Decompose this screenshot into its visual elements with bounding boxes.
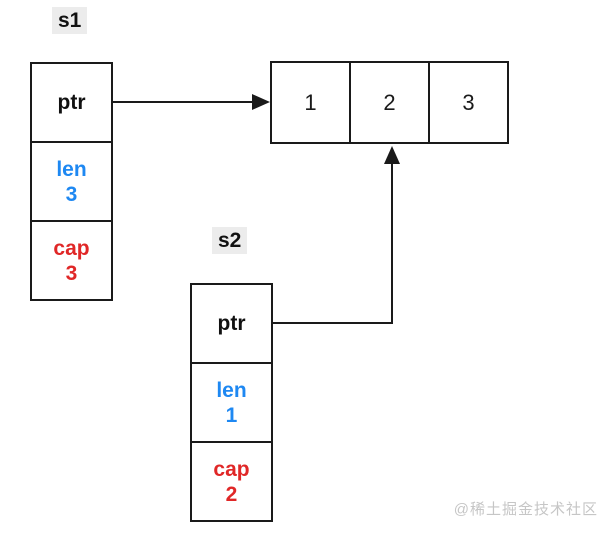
- s1-cap-label: cap: [53, 236, 90, 260]
- array-cell-0-value: 1: [304, 89, 317, 115]
- s2-cap-value: 2: [225, 482, 238, 506]
- s2-len-value: 1: [225, 403, 238, 427]
- s1-len-cell: len 3: [32, 143, 111, 222]
- s1-len-value: 3: [65, 182, 78, 206]
- s2-ptr-arrow-line: [273, 160, 393, 324]
- array-cell-0: 1: [272, 63, 351, 142]
- s1-cap-cell: cap 3: [32, 222, 111, 299]
- s1-cap-value: 3: [65, 261, 78, 285]
- s2-cap-cell: cap 2: [192, 443, 271, 520]
- heap-array: 1 2 3: [270, 61, 509, 144]
- array-cell-2: 3: [430, 63, 507, 142]
- s2-ptr-cell: ptr: [192, 285, 271, 364]
- array-cell-1-value: 2: [383, 89, 396, 115]
- array-cell-2-value: 3: [462, 89, 475, 115]
- s1-ptr-arrowhead: [252, 94, 270, 110]
- s2-cap-label: cap: [213, 457, 250, 481]
- s1-struct: ptr len 3 cap 3: [30, 62, 113, 301]
- watermark: @稀土掘金技术社区: [453, 501, 598, 518]
- s2-struct: ptr len 1 cap 2: [190, 283, 273, 522]
- s2-ptr-label: ptr: [217, 312, 246, 335]
- s2-len-label: len: [216, 378, 247, 402]
- s2-ptr-arrowhead: [384, 146, 400, 164]
- s1-ptr-label: ptr: [57, 91, 86, 114]
- s2-len-cell: len 1: [192, 364, 271, 443]
- s1-ptr-cell: ptr: [32, 64, 111, 143]
- s2-variable-label: s2: [212, 227, 248, 255]
- s1-len-label: len: [56, 157, 87, 181]
- s1-variable-label: s1: [52, 7, 88, 35]
- array-cell-1: 2: [351, 63, 430, 142]
